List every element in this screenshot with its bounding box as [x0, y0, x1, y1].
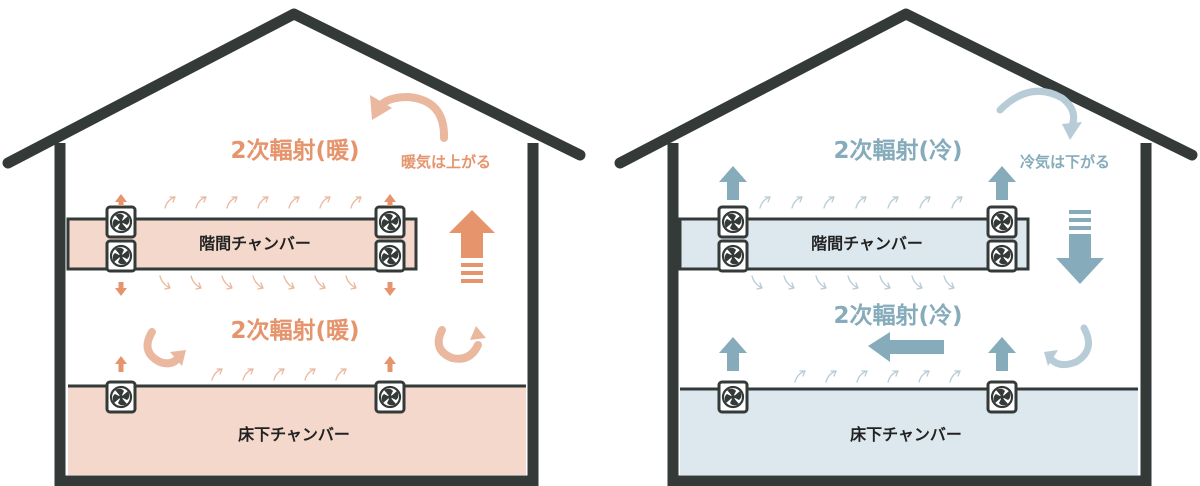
radiation-wisps-lower: [211, 368, 347, 381]
fan-icon: [717, 380, 749, 414]
warm-house-outline: [54, 143, 539, 486]
cool-house-outline: [667, 143, 1152, 486]
warm-mid-chamber-label: 階間チャンバー: [199, 234, 311, 253]
fan-icon: [986, 205, 1018, 239]
fan-icon: [374, 380, 406, 414]
fan-icon: [986, 239, 1018, 273]
cool-leftward-arrow-icon: [868, 332, 944, 362]
warm-upper-radiation-label: 2次輻射(暖): [230, 137, 359, 164]
cool-upper-radiation-label: 2次輻射(冷): [833, 137, 962, 164]
fan-icon: [105, 239, 137, 273]
vent-arrow-icons: [115, 194, 396, 372]
warm-airflow-note: 暖気は上がる: [401, 153, 491, 171]
radiation-wisps-upper: [759, 196, 963, 209]
radiation-wisps-lower: [794, 370, 961, 383]
cool-house: 2次輻射(冷) 2次輻射(冷) 冷気は下がる 階間チャンバー 床下チャンバー: [614, 8, 1198, 486]
fan-icon: [105, 205, 137, 239]
warm-swirl-right-icon: [434, 326, 482, 363]
warm-circulation-arrowhead-icon: [370, 95, 392, 120]
cool-sinking-arrow-icon: [1056, 210, 1104, 284]
warm-swirl-left-icon: [143, 328, 182, 368]
fan-icon: [986, 380, 1018, 414]
fan-icon: [105, 380, 137, 414]
cool-mid-chamber-label: 階間チャンバー: [811, 234, 923, 253]
cool-roof: [614, 8, 1198, 169]
fan-icon: [374, 239, 406, 273]
cool-swirl-head-icon: [1044, 350, 1058, 366]
warm-swirl-left-head-icon: [170, 350, 186, 366]
cool-swirl-icon: [1048, 324, 1092, 369]
cool-circulation-arrow-icon: [996, 87, 1078, 130]
warm-lower-radiation-label: 2次輻射(暖): [230, 317, 359, 344]
warm-circulation-arrow-icon: [376, 92, 449, 142]
warm-house: 2次輻射(暖) 2次輻射(暖) 暖気は上がる 階間チャンバー 床下チャンバー: [2, 8, 586, 486]
fan-icon: [374, 205, 406, 239]
cool-floor-chamber-label: 床下チャンバー: [850, 425, 962, 444]
warm-swirl-right-head-icon: [470, 326, 486, 340]
cool-vent-arrow-icons: [719, 166, 1016, 371]
radiation-wisps-upper: [164, 196, 362, 209]
warm-rising-arrow-icon: [449, 210, 495, 283]
cool-airflow-note: 冷気は下がる: [1020, 153, 1110, 171]
warm-floor-chamber-label: 床下チャンバー: [238, 425, 350, 444]
cool-circulation-arrowhead-icon: [1062, 122, 1082, 140]
radiation-wisps-mid: [159, 275, 357, 290]
fan-icon: [717, 205, 749, 239]
warm-floor-chamber-fill: [68, 385, 526, 475]
cool-lower-radiation-label: 2次輻射(冷): [833, 302, 962, 329]
radiation-wisps-mid: [751, 275, 955, 290]
warm-roof: [2, 8, 586, 169]
fan-icon: [717, 239, 749, 273]
cool-floor-chamber-fill: [680, 389, 1138, 475]
